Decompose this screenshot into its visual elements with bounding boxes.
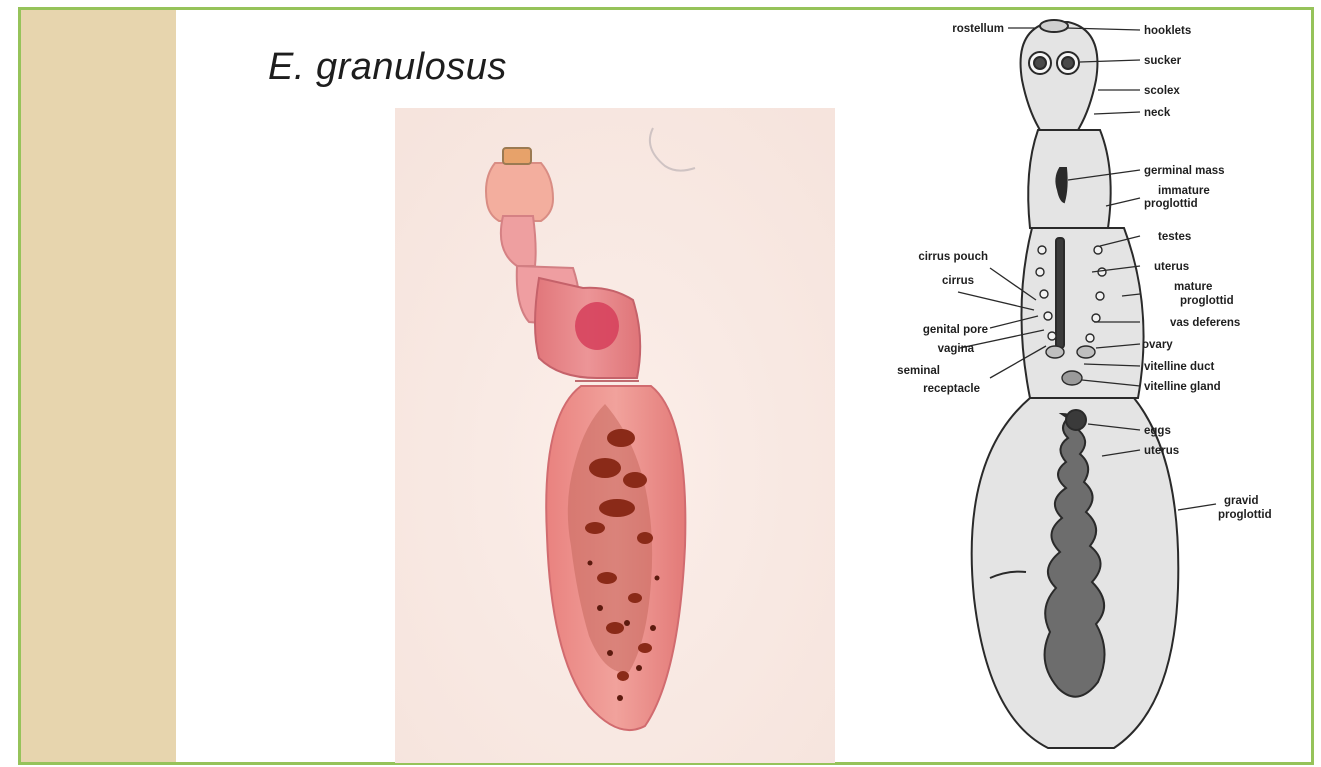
diagram-sucker-right-core — [1062, 57, 1074, 69]
label-germinal-mass: germinal mass — [1144, 165, 1225, 177]
label-neck: neck — [1144, 107, 1171, 119]
label-genital-pore: genital pore — [923, 324, 988, 336]
label-eggs: eggs — [1144, 425, 1171, 437]
label-immature: immature — [1158, 185, 1210, 197]
diagram-vitelline-gland — [1062, 371, 1082, 385]
label-immature-proglottid: proglottid — [1144, 198, 1198, 210]
label-gravid-proglottid: proglottid — [1218, 509, 1272, 521]
label-sucker: sucker — [1144, 55, 1182, 67]
label-mature: mature — [1174, 281, 1212, 293]
slide-title: E. granulosus — [268, 46, 507, 89]
tapeworm-diagram: rostellum hooklets sucker scolex neck ge… — [840, 10, 1315, 765]
diagram-sucker-left-core — [1034, 57, 1046, 69]
label-seminal: seminal — [897, 365, 940, 377]
label-cirrus: cirrus — [942, 275, 974, 287]
label-hooklets: hooklets — [1144, 25, 1191, 37]
photo-scolex — [486, 163, 553, 221]
diagram-immature-proglottid — [1028, 130, 1110, 228]
diagram-rostellum — [1040, 20, 1068, 32]
label-rostellum: rostellum — [952, 23, 1004, 35]
slide-sidebar-decoration — [21, 10, 176, 762]
diagram-eggs — [1066, 410, 1086, 430]
label-cirrus-pouch: cirrus pouch — [918, 251, 988, 263]
label-vitelline-duct: vitelline duct — [1144, 361, 1214, 373]
photo-mature-center — [575, 302, 619, 350]
label-testes: testes — [1158, 231, 1191, 243]
label-seminal-receptacle: receptacle — [923, 383, 980, 395]
diagram-mature-uterus — [1056, 238, 1064, 348]
specimen-photo — [395, 108, 835, 763]
diagram-scolex — [1021, 22, 1098, 130]
label-ovary: ovary — [1142, 339, 1173, 351]
label-vitelline-gland: vitelline gland — [1144, 381, 1221, 393]
label-vas-deferens: vas deferens — [1170, 317, 1240, 329]
label-gravid: gravid — [1224, 495, 1259, 507]
label-uterus-gravid: uterus — [1144, 445, 1179, 457]
label-scolex: scolex — [1144, 85, 1180, 97]
label-vagina: vagina — [938, 343, 975, 355]
label-mature-proglottid: proglottid — [1180, 295, 1234, 307]
photo-rostellum — [503, 148, 531, 164]
label-uterus-mature: uterus — [1154, 261, 1189, 273]
